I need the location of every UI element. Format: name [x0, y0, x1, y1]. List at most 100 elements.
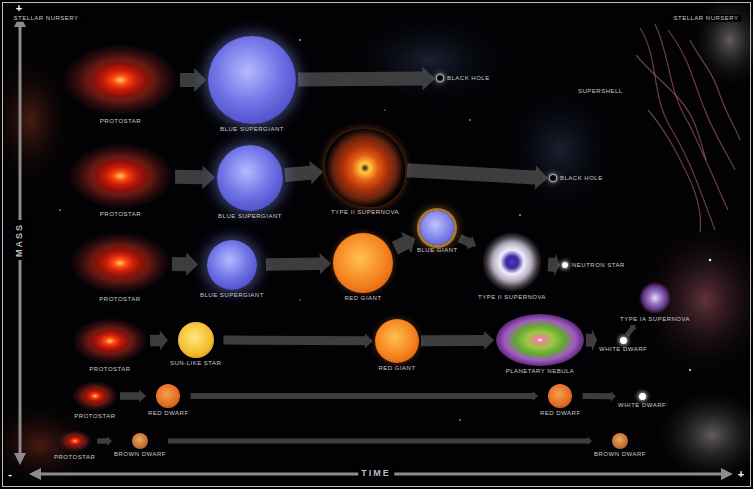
filament: [690, 40, 740, 140]
evolution-arrow: [421, 331, 494, 350]
stage-label: RED GIANT: [344, 295, 381, 302]
star-stage: PROTOSTAR: [68, 143, 173, 218]
evolution-arrow: [458, 234, 477, 249]
evolution-arrow: [120, 390, 146, 403]
stage-label: BLACK HOLE: [447, 75, 490, 82]
star-graphic: [63, 44, 178, 116]
star-stage: BLUE SUPERGIANT: [217, 145, 283, 220]
star-graphic: [637, 282, 673, 314]
star-graphic: [612, 433, 628, 449]
nebula-glow: [635, 220, 753, 380]
star-graphic: [548, 384, 572, 408]
star-stage: BLUE SUPERGIANT: [200, 240, 264, 299]
evolution-arrow: [223, 333, 373, 348]
star-graphic: [156, 384, 180, 408]
stage-label: RED GIANT: [378, 365, 415, 372]
evolution-arrow: [284, 161, 323, 185]
stage-label: RED DWARF: [148, 410, 189, 417]
evolution-arrow: [298, 67, 435, 91]
evolution-arrow: [586, 329, 597, 351]
stage-label: PROTOSTAR: [89, 366, 130, 373]
stage-label: PROTOSTAR: [100, 211, 141, 218]
evolution-arrow: [175, 165, 215, 189]
stage-label: WHITE DWARF: [618, 402, 666, 409]
star-graphic: [420, 211, 454, 245]
stage-label: NEUTRON STAR: [572, 262, 625, 269]
star-dot: [299, 299, 300, 300]
star-stage: RED DWARF: [540, 384, 581, 417]
star-stage: BLACK HOLE: [550, 175, 603, 182]
star-graphic: [72, 318, 148, 364]
star-graphic: [639, 393, 646, 400]
stage-label: SUPERSHELL: [578, 88, 623, 95]
star-graphic: [333, 233, 393, 293]
stage-label: TYPE IA SUPERNOVA: [620, 316, 690, 323]
stage-label: BROWN DWARF: [114, 451, 166, 458]
axis-arrowhead: [14, 453, 26, 465]
star-stage: RED GIANT: [333, 233, 393, 302]
evolution-arrow: [625, 325, 636, 337]
evolution-arrow: [583, 391, 616, 401]
stage-label: RED DWARF: [540, 410, 581, 417]
star-graphic: [496, 314, 584, 366]
axis-label: MASS: [15, 220, 25, 260]
axes: [14, 15, 733, 480]
star-stage: RED DWARF: [148, 384, 189, 417]
star-dot: [689, 369, 691, 371]
evolution-arrow: [548, 253, 560, 277]
star-dot: [469, 119, 470, 120]
star-graphic: [207, 240, 257, 290]
star-graphic: [562, 262, 568, 268]
evolution-arrow: [168, 437, 592, 446]
star-stage: BROWN DWARF: [594, 433, 646, 458]
stage-label: PROTOSTAR: [74, 413, 115, 420]
star-graphic: [132, 433, 148, 449]
star-stage: SUN-LIKE STAR: [170, 322, 221, 367]
star-dot: [59, 209, 60, 210]
filament: [640, 28, 715, 230]
evolution-arrow: [172, 252, 198, 276]
star-stage: BLUE SUPERGIANT: [208, 36, 296, 133]
stage-label: WHITE DWARF: [599, 346, 647, 353]
stage-label: PLANETARY NEBULA: [506, 368, 575, 375]
star-stage: NEUTRON STAR: [562, 262, 625, 269]
axis-label: TIME: [358, 469, 394, 479]
star-stage: WHITE DWARF: [599, 337, 647, 353]
filament: [648, 110, 701, 232]
star-graphic: [550, 175, 556, 181]
nebula-glow: [500, 80, 620, 220]
evolution-arrow: [392, 232, 415, 254]
star-stage: PROTOSTAR: [63, 44, 178, 125]
star-graphic: [620, 337, 627, 344]
stage-label: BLACK HOLE: [560, 175, 603, 182]
stage-label: PROTOSTAR: [100, 118, 141, 125]
stage-label: TYPE II SUPERNOVA: [331, 209, 399, 216]
stage-label: BLUE SUPERGIANT: [220, 126, 284, 133]
star-dot: [709, 259, 711, 261]
evolution-arrow: [266, 253, 331, 274]
star-graphic: [72, 381, 118, 411]
evolution-arrow: [180, 68, 206, 92]
star-stage: RED GIANT: [375, 319, 419, 372]
stage-label: SUN-LIKE STAR: [170, 360, 221, 367]
star-graphic: [70, 232, 170, 294]
supershell-filaments: [636, 24, 740, 232]
star-graphic: [178, 322, 214, 358]
star-stage: BLUE GIANT: [417, 211, 458, 254]
stage-label: TYPE II SUPERNOVA: [478, 294, 546, 301]
evolution-arrow: [150, 331, 168, 351]
star-stage: TYPE IA SUPERNOVA: [620, 282, 690, 323]
star-stage: BLACK HOLE: [437, 75, 490, 82]
nebula-glow: [690, 0, 753, 90]
star-stage: SUPERSHELL: [578, 86, 623, 95]
stage-label: BLUE SUPERGIANT: [200, 292, 264, 299]
star-stage: PROTOSTAR: [54, 430, 95, 461]
axis-arrowhead: [721, 468, 733, 480]
filament: [636, 55, 706, 160]
star-dot: [459, 419, 460, 420]
axis-label: STELLAR NURSERY: [10, 15, 81, 22]
filament: [668, 30, 735, 170]
stage-label: BROWN DWARF: [594, 451, 646, 458]
